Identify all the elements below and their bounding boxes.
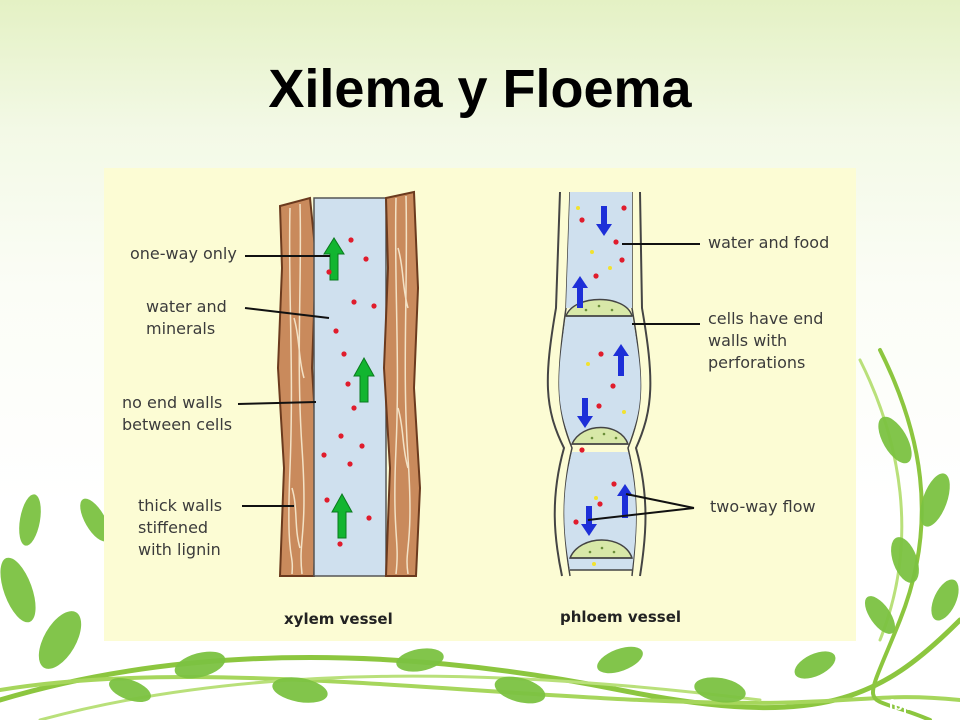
xylem-arrows [323, 237, 375, 539]
label-water-minerals-2: minerals [146, 319, 216, 338]
phloem-arrow-up-3 [617, 484, 633, 518]
vessel-diagram [237, 190, 700, 577]
footer-brand: fppt.com [888, 697, 952, 714]
xylem-left-wall [276, 196, 320, 577]
slide-title: Xilema y Floema [268, 59, 692, 119]
xylem-left-grain [288, 203, 305, 575]
phloem-arrow-up-2 [613, 344, 629, 376]
xylem-pointers [237, 255, 330, 507]
xylem-arrow-3 [331, 492, 353, 539]
phloem-caption: phloem vessel [560, 608, 682, 626]
label-water-food: water and food [708, 233, 830, 252]
label-end-walls-2: walls with [708, 331, 788, 350]
phloem-arrow-up-1 [572, 276, 588, 308]
diagram-panel: one-way only water and minerals no end w… [104, 168, 856, 641]
label-thick-walls-2: stiffened [138, 518, 209, 537]
label-end-walls-3: perforations [708, 353, 806, 372]
phloem-arrow-down-1 [596, 206, 612, 236]
xylem-right-grain [394, 195, 411, 575]
phloem-cell-3 [564, 452, 636, 570]
label-two-way: two-way flow [710, 497, 816, 516]
xylem-right-wall [382, 190, 422, 577]
xylem-arrow-2 [353, 356, 375, 403]
phloem-arrow-down-2 [577, 398, 593, 428]
label-thick-walls-3: with lignin [138, 540, 221, 559]
xylem-lumen [313, 197, 387, 577]
xylem-arrow-1 [323, 237, 345, 281]
sieve-plate-3 [568, 539, 634, 559]
label-end-walls-1: cells have end [708, 309, 824, 328]
label-thick-walls-1: thick walls [138, 496, 223, 515]
xylem-solutes [321, 237, 377, 547]
phloem-arrows [572, 206, 633, 536]
phloem-cell-2 [559, 316, 641, 444]
phloem-sugars [576, 206, 626, 566]
sieve-pores [584, 304, 618, 554]
phloem-pointers [587, 243, 700, 521]
label-no-end-walls-2: between cells [122, 415, 233, 434]
label-no-end-walls-1: no end walls [122, 393, 223, 412]
phloem-solutes [573, 205, 627, 525]
sieve-plate-2 [570, 426, 630, 445]
xylem-caption: xylem vessel [284, 610, 393, 628]
phloem-arrow-down-3 [581, 506, 597, 536]
label-water-minerals-1: water and [146, 297, 227, 316]
label-one-way: one-way only [130, 244, 237, 263]
